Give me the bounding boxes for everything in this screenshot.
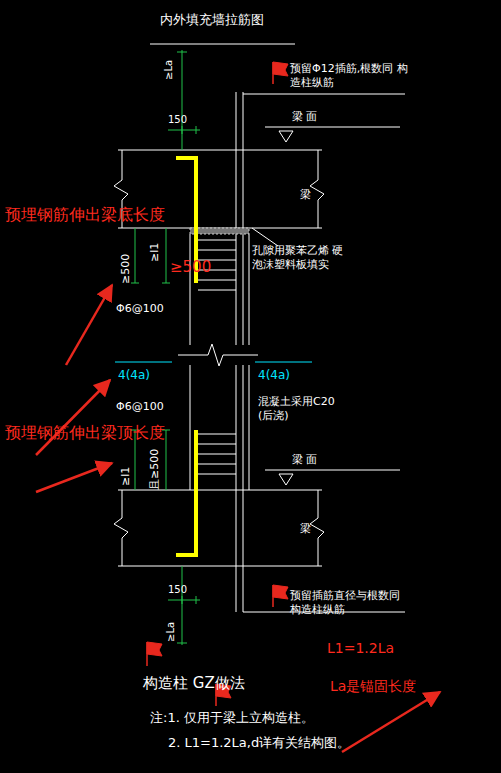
annotation-label: 梁 面 xyxy=(292,110,318,124)
drawing-title: 内外填充墙拉筋图 xyxy=(160,12,264,28)
annotation-label: 预埋钢筋伸出梁底长度 xyxy=(5,205,165,225)
annotation-label: 4(4a) xyxy=(118,368,150,383)
annotation-label: ≥500 xyxy=(119,254,133,284)
annotation-label: Φ6@100 xyxy=(116,400,164,414)
annotation-label: L1=1.2La xyxy=(327,640,394,658)
annotation-label: 且≥500 xyxy=(148,449,162,490)
annotation-label: ≥l1 xyxy=(119,467,133,486)
annotation-label: ≥La xyxy=(165,622,178,642)
annotation-label: 梁 xyxy=(300,522,311,536)
annotation-label: 150 xyxy=(168,114,187,127)
annotation-label: La是锚固长度 xyxy=(330,678,416,696)
annotation-label: 2. L1=1.2La,d详有关结构图。 xyxy=(168,735,350,751)
annotation-label: 梁 面 xyxy=(292,453,318,467)
annotation-label: ≥La xyxy=(163,60,176,80)
annotation-label: ≥500 xyxy=(170,258,211,277)
annotation-label: 4(4a) xyxy=(258,368,290,383)
annotation-label: 孔隙用聚苯乙烯 硬泡沫塑料板填实 xyxy=(252,244,352,272)
annotation-label: 构造柱 GZ做法 xyxy=(143,674,245,693)
annotation-label: 预埋钢筋伸出梁顶长度 xyxy=(5,423,165,443)
annotation-label: 150 xyxy=(168,584,187,597)
annotation-label: 混凝土采用C20 (后浇) xyxy=(258,395,348,423)
annotation-label: 预留Φ12插筋,根数同 构造柱纵筋 xyxy=(290,62,408,90)
annotation-label: Φ6@100 xyxy=(116,302,164,316)
annotation-label: ≥l1 xyxy=(148,243,162,262)
annotation-label: 注:1. 仅用于梁上立构造柱。 xyxy=(150,710,314,726)
annotation-label: 预留插筋直径与根数同 构造柱纵筋 xyxy=(290,589,408,617)
annotation-label: 梁 xyxy=(300,188,311,202)
